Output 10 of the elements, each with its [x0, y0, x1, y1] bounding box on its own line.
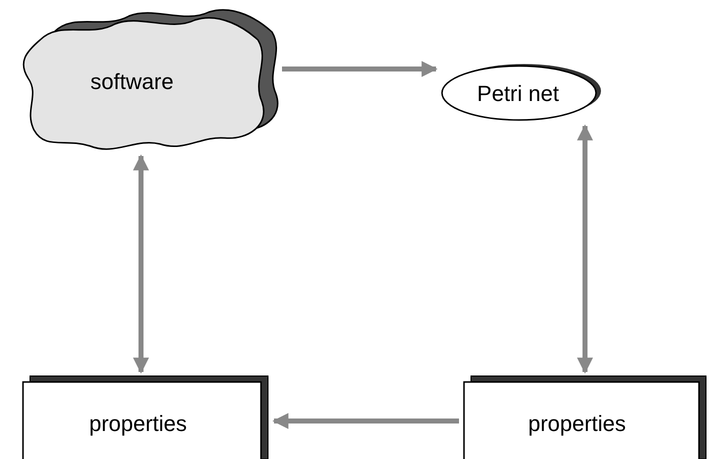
node-label: properties [89, 411, 187, 437]
arrow [272, 413, 459, 429]
process-box [463, 376, 708, 459]
double-arrow [577, 124, 593, 374]
node-label: properties [528, 411, 626, 437]
node-label: software [90, 69, 174, 95]
node-label: Petri net [477, 81, 559, 107]
arrow [282, 61, 438, 77]
process-box [22, 376, 270, 459]
double-arrow [133, 154, 149, 374]
